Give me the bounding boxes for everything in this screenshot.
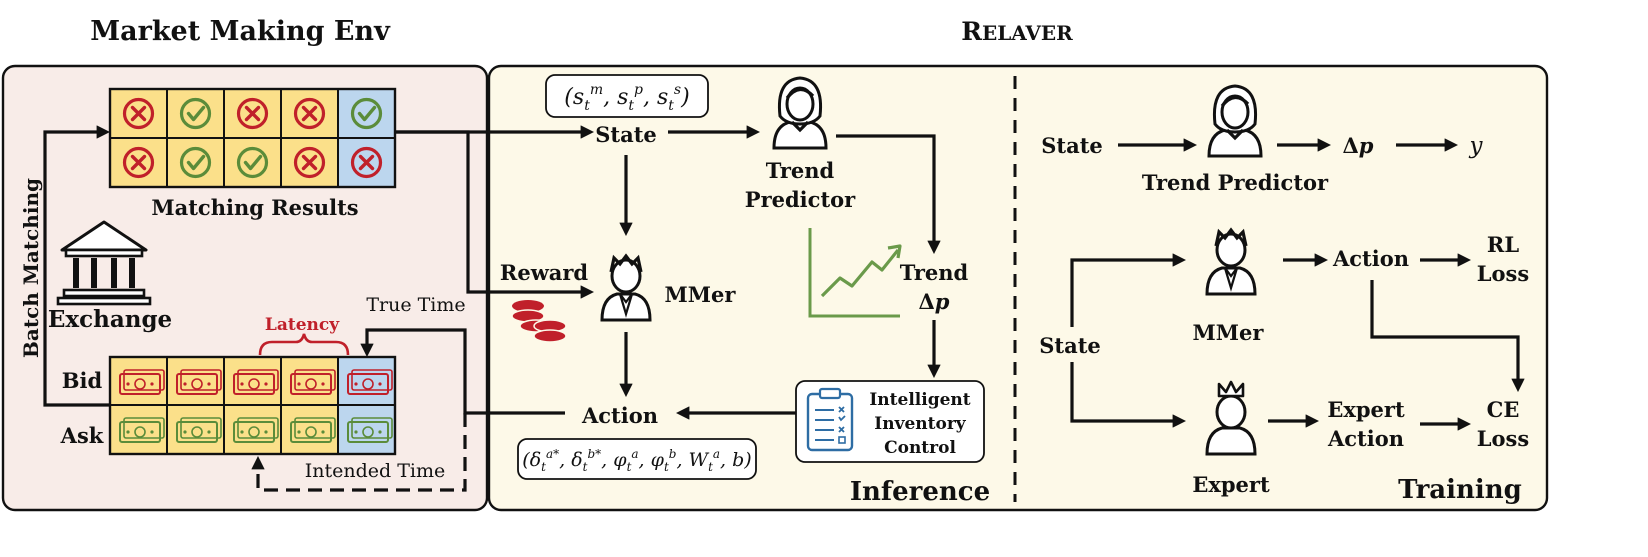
iic-line2: Inventory <box>874 414 967 434</box>
state-vector-box <box>545 74 709 118</box>
train-trend-predictor-icon <box>1207 84 1263 158</box>
train-delta-p: Δp <box>1343 133 1374 158</box>
rl-loss-line2: Loss <box>1477 261 1529 286</box>
state-label: State <box>595 122 657 147</box>
train-state-top: State <box>1041 133 1103 158</box>
batch-matching-arrow <box>43 125 111 407</box>
train-state-to-expert-arrow <box>1070 362 1187 428</box>
true-time-arrow <box>360 328 565 415</box>
action-label: Action <box>581 403 658 428</box>
trend-chart-icon <box>808 228 902 318</box>
inference-section-label: Inference <box>850 477 990 507</box>
trend-label: Trend <box>900 260 969 285</box>
latency-brace <box>258 333 350 356</box>
latency-label: Latency <box>265 315 340 335</box>
trend-to-delta-arrow <box>836 134 941 255</box>
relaver-title: RELAVER <box>961 17 1073 46</box>
order-book-grid <box>108 355 397 456</box>
iic-line1: Intelligent <box>869 390 970 410</box>
iic-line3: Control <box>884 438 956 458</box>
action-vector-box <box>517 438 757 480</box>
expert-label: Expert <box>1192 472 1270 497</box>
bid-label: Bid <box>62 368 103 393</box>
ce-loss-line2: Loss <box>1477 426 1529 451</box>
state-vector: (stm, stp, sts) <box>564 82 689 114</box>
intended-time-label: Intended Time <box>305 460 445 482</box>
train-state-mid: State <box>1039 333 1101 358</box>
expert-action-line2: Action <box>1327 426 1404 451</box>
clipboard-icon <box>806 387 854 452</box>
batch-matching-label: Batch Matching <box>19 178 43 358</box>
matching-results-label: Matching Results <box>151 195 358 220</box>
train-action-label: Action <box>1332 246 1409 271</box>
iic-box <box>795 380 985 463</box>
env-title: Market Making Env <box>90 16 391 47</box>
train-y-label: y <box>1469 133 1484 159</box>
exchange-bank-icon <box>56 220 152 306</box>
relaver-panel <box>487 64 1549 512</box>
intended-time-arrow <box>251 413 467 492</box>
mmer-label: MMer <box>665 282 737 307</box>
trend-predictor-line2: Predictor <box>745 187 856 212</box>
trend-delta-p: Δp <box>919 289 950 314</box>
expert-action-line1: Expert <box>1327 397 1405 422</box>
trend-predictor-line1: Trend <box>766 158 835 183</box>
action-to-ce-loss-arrow <box>1370 280 1525 393</box>
reward-label: Reward <box>500 260 589 285</box>
train-trend-predictor-label: Trend Predictor <box>1142 170 1329 195</box>
train-state-to-mmer-arrow <box>1070 253 1187 327</box>
exchange-label: Exchange <box>48 306 172 333</box>
true-time-label: True Time <box>366 294 465 316</box>
ask-label: Ask <box>60 423 104 448</box>
trend-predictor-icon <box>772 76 828 150</box>
training-section-label: Training <box>1398 475 1522 505</box>
rl-loss-line1: RL <box>1487 232 1519 257</box>
train-mmer-label: MMer <box>1193 320 1265 345</box>
coins-icon <box>511 300 567 343</box>
matching-results-grid <box>108 87 397 189</box>
ce-loss-line1: CE <box>1487 397 1520 422</box>
